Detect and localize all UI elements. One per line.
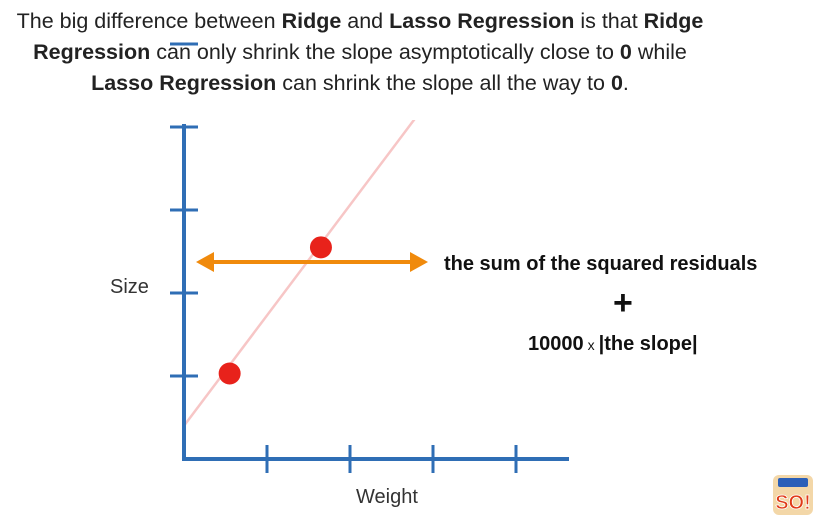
statquest-logo-icon: SO! (773, 475, 813, 515)
y-axis-label: Size (110, 276, 149, 298)
data-point (309, 236, 332, 259)
caption-bold: 0 (619, 40, 632, 64)
abs-slope-text: |the slope| (598, 333, 698, 355)
arrow-head-right (410, 252, 428, 272)
caption-bold: Ridge Regression (33, 9, 704, 64)
caption-bold: Ridge (281, 9, 342, 33)
caption-part: . (622, 71, 629, 95)
caption-part: The big difference between (16, 9, 282, 33)
times-sign: x (587, 337, 595, 353)
caption-part: and (341, 9, 390, 33)
caption-bold: Lasso Regression (389, 9, 575, 33)
caption-bold: 0 (610, 71, 623, 95)
sum-of-squared-residuals-text: the sum of the squared residuals (444, 253, 758, 275)
caption-text: The big difference between Ridge and Las… (0, 6, 720, 99)
x-axis-label: Weight (356, 486, 418, 508)
data-point (218, 362, 241, 385)
caption-part: is that (574, 9, 644, 33)
caption-part: while (631, 40, 687, 64)
lambda-value: 10000 (528, 333, 584, 355)
caption-part: can shrink the slope all the way to (276, 71, 611, 95)
caption-part: can only shrink the slope asymptotically… (150, 40, 620, 64)
plus-sign: + (613, 284, 633, 322)
caption-bold: Lasso Regression (91, 71, 277, 95)
arrow-head-left (196, 252, 214, 272)
logo-text: SO! (775, 492, 811, 514)
